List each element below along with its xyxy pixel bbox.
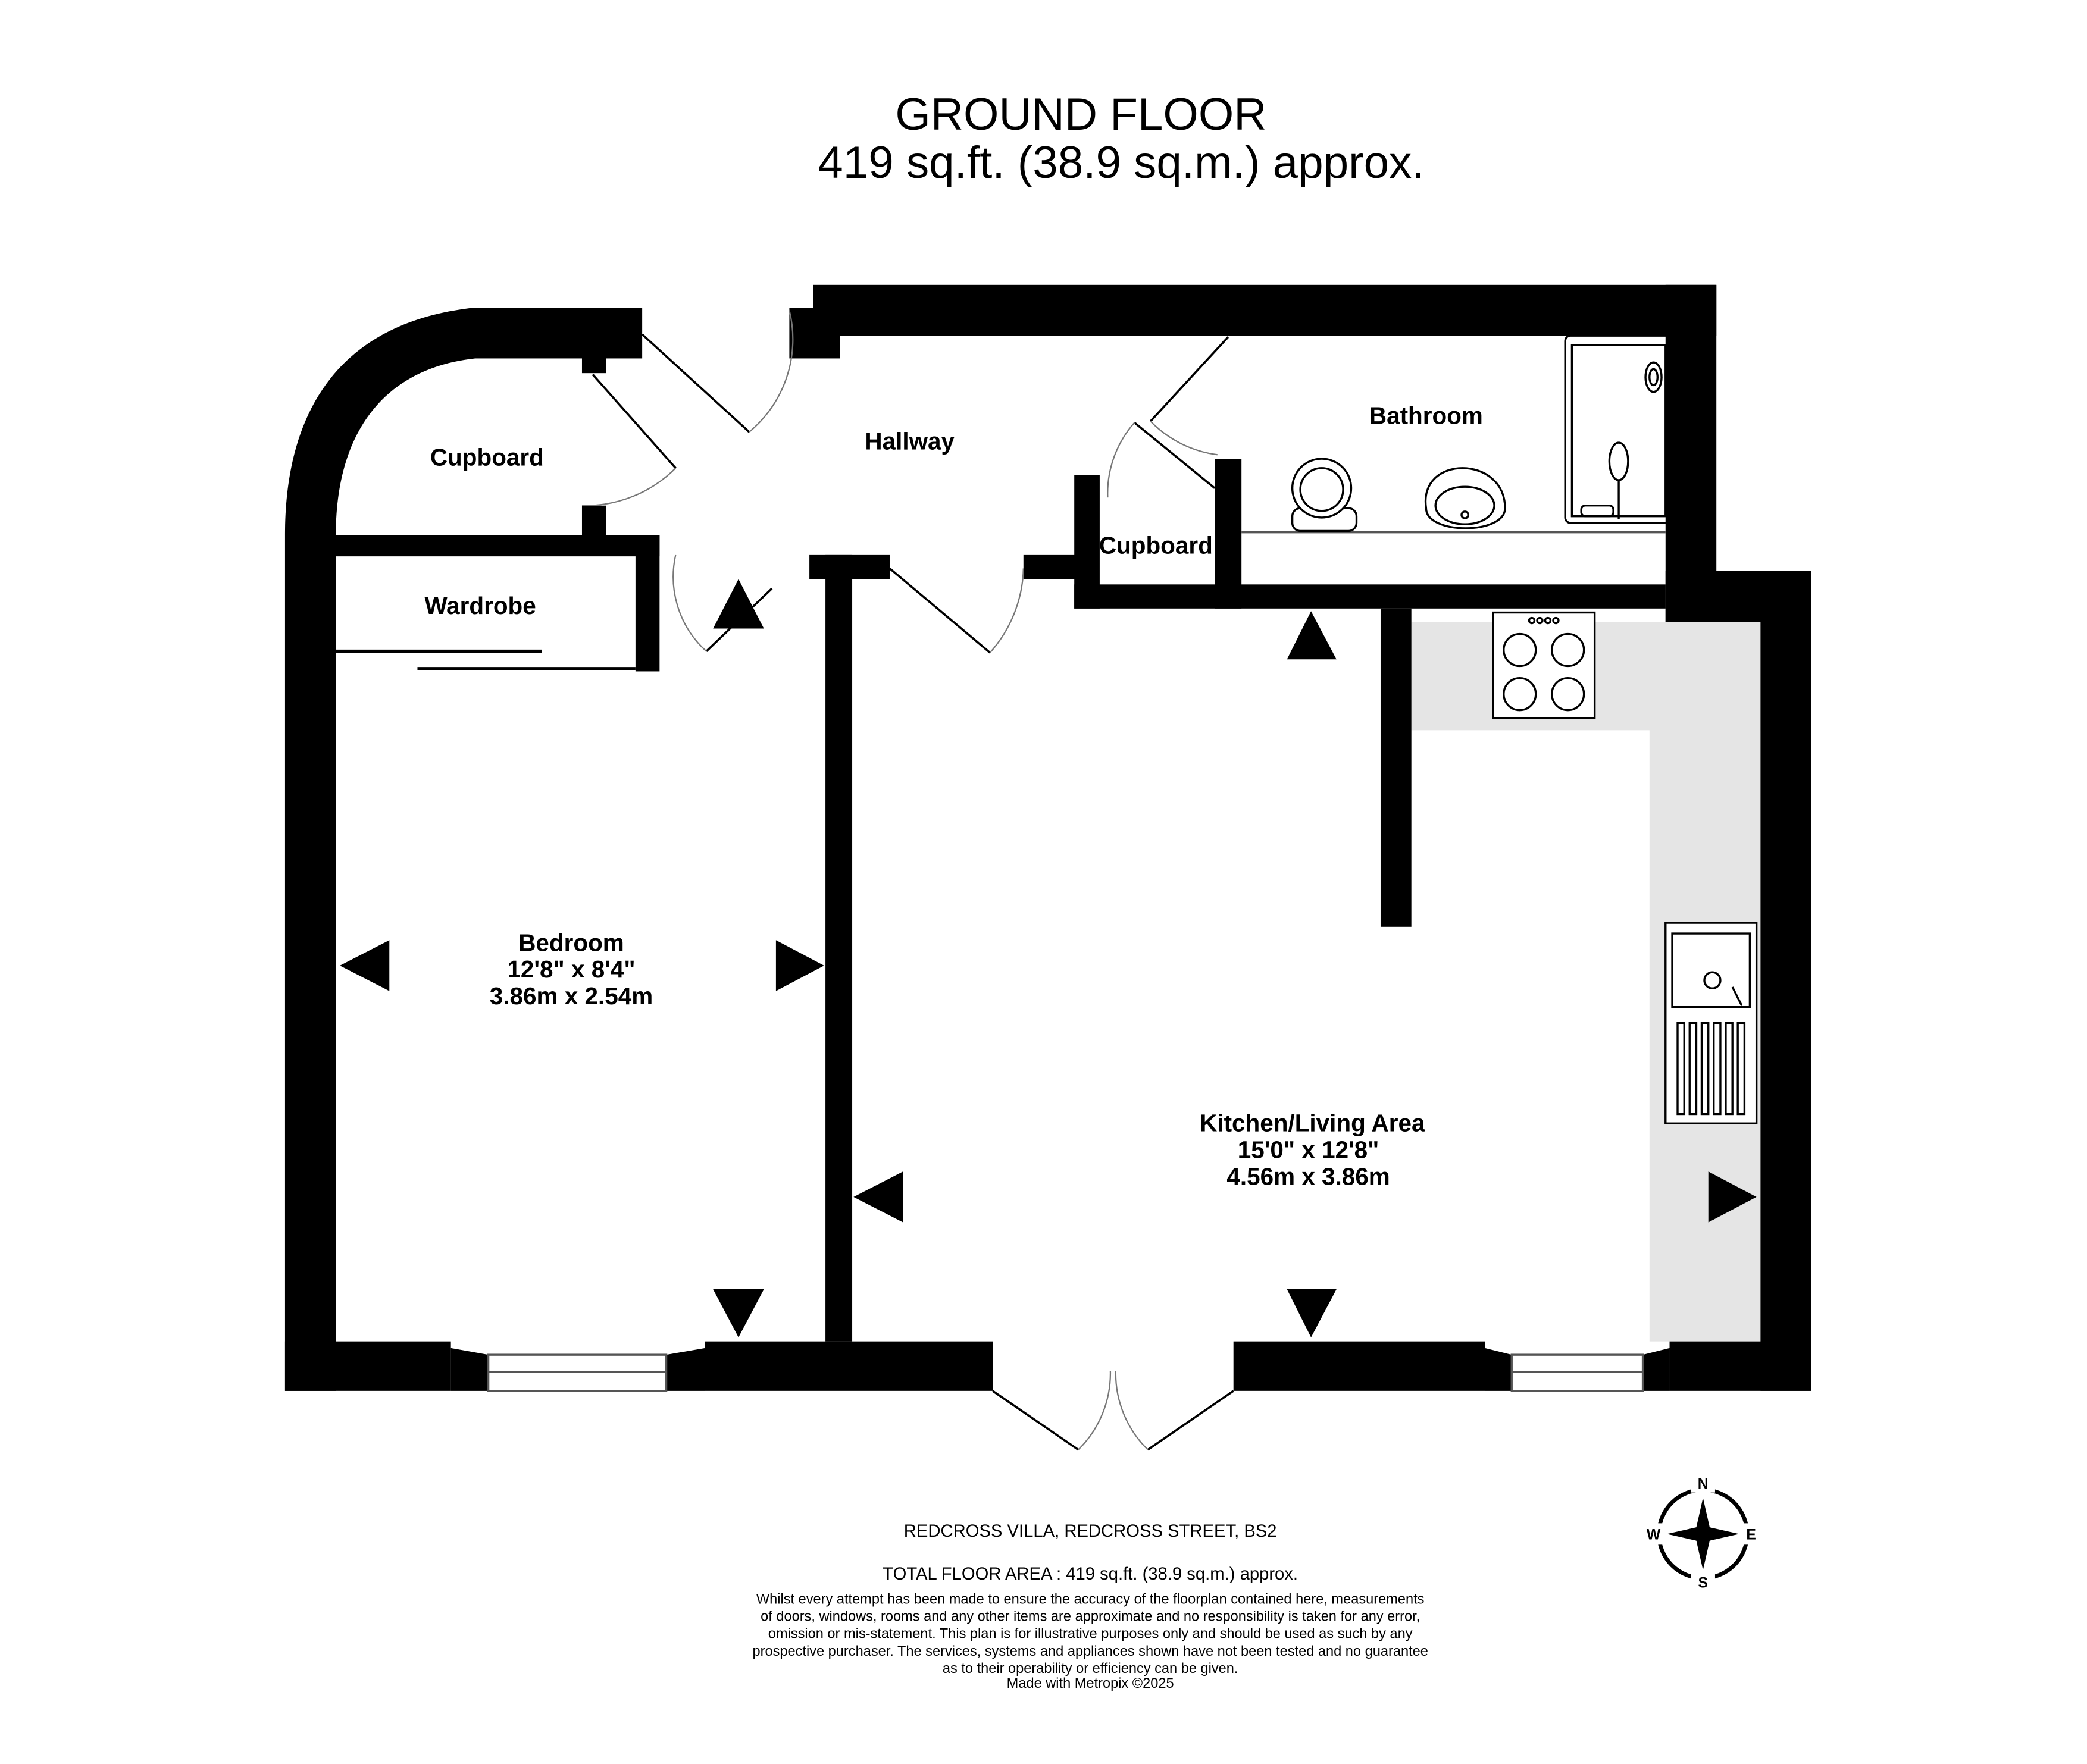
floor-title: GROUND FLOOR (895, 89, 1266, 140)
windows (487, 1353, 1644, 1392)
hob-icon (1492, 611, 1596, 719)
doors (581, 310, 1234, 1451)
address: REDCROSS VILLA, REDCROSS STREET, BS2 (904, 1522, 1277, 1541)
disclaimer-line: as to their operability or efficiency ca… (943, 1661, 1238, 1677)
basin-icon (1424, 467, 1506, 529)
cupboard-left-label: Cupboard (430, 443, 544, 471)
bathroom-label: Bathroom (1369, 402, 1483, 430)
bedroom-imperial: 12'8" x 8'4" (507, 955, 635, 983)
compass-n: N (1698, 1476, 1709, 1492)
room-labels: Cupboard Hallway Bathroom Cupboard Wardr… (424, 402, 1482, 1190)
hallway-label: Hallway (865, 427, 955, 455)
wardrobe-rails (336, 649, 636, 670)
kitchen-metric: 4.56m x 3.86m (1226, 1163, 1390, 1190)
disclaimer-line: Whilst every attempt has been made to en… (756, 1591, 1425, 1607)
kitchen-label: Kitchen/Living Area (1200, 1110, 1425, 1137)
credit: Made with Metropix ©2025 (1007, 1676, 1174, 1691)
sink-icon (1664, 922, 1758, 1124)
measurement-arrows (340, 579, 1757, 1337)
cupboard-hall-label: Cupboard (1099, 532, 1213, 559)
bedroom-label: Bedroom (518, 929, 624, 956)
header: GROUND FLOOR 419 sq.ft. (38.9 sq.m.) app… (818, 89, 1424, 188)
wardrobe-label: Wardrobe (424, 592, 536, 619)
compass-w: W (1647, 1527, 1661, 1543)
footer: REDCROSS VILLA, REDCROSS STREET, BS2 TOT… (752, 1522, 1428, 1691)
shower-icon (1564, 334, 1673, 524)
bedroom-metric: 3.86m x 2.54m (490, 982, 653, 1010)
compass-e: E (1746, 1527, 1756, 1543)
compass-icon: N S W E (1645, 1474, 1761, 1592)
kitchen-imperial: 15'0" x 12'8" (1238, 1136, 1379, 1164)
total-floor-area: TOTAL FLOOR AREA : 419 sq.ft. (38.9 sq.m… (883, 1565, 1298, 1584)
disclaimer-line: omission or mis-statement. This plan is … (768, 1627, 1413, 1642)
floor-area: 419 sq.ft. (38.9 sq.m.) approx. (818, 137, 1424, 188)
compass-s: S (1698, 1575, 1708, 1591)
disclaimer-line: prospective purchaser. The services, sys… (752, 1644, 1428, 1659)
walls (284, 284, 1811, 1391)
toilet-icon (1291, 458, 1358, 532)
disclaimer-line: of doors, windows, rooms and any other i… (761, 1609, 1420, 1624)
